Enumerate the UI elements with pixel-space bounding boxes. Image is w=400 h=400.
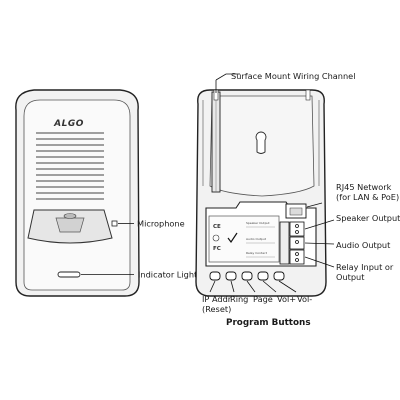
plate-audio-output: Audio Output bbox=[246, 237, 267, 241]
audio-output-label: Audio Output bbox=[336, 240, 391, 250]
rj45-label-line1: RJ45 Network bbox=[336, 182, 392, 192]
relay-label-line1: Relay Input or bbox=[336, 262, 394, 272]
terminal-blocks bbox=[279, 221, 305, 265]
speaker-grille bbox=[36, 132, 104, 200]
indicator-light-label: Indicator Light bbox=[138, 270, 198, 280]
back-view: CE FC Speaker Output Audio Output Relay … bbox=[195, 89, 327, 297]
microphone-port bbox=[111, 220, 118, 227]
vol-up-label: Vol+ bbox=[277, 294, 296, 304]
microphone-label: Microphone bbox=[137, 219, 185, 229]
ip-addr-button[interactable] bbox=[209, 271, 221, 281]
front-view: ALGO bbox=[15, 89, 140, 297]
rj45-label-line2: (for LAN & PoE) bbox=[336, 192, 399, 202]
vol-up-button[interactable] bbox=[257, 271, 269, 281]
page-label: Page bbox=[253, 294, 273, 304]
rj45-socket bbox=[289, 207, 303, 216]
surface-mount-label: Surface Mount Wiring Channel bbox=[231, 71, 356, 81]
plate-speaker-output: Speaker Output bbox=[246, 221, 270, 225]
program-buttons-title: Program Buttons bbox=[226, 318, 311, 328]
button-leaders bbox=[209, 280, 297, 293]
relay-label-line2: Output bbox=[336, 272, 365, 282]
keyhole-mount bbox=[255, 131, 267, 154]
indicator-light bbox=[57, 271, 81, 278]
vol-down-label: Vol- bbox=[297, 294, 312, 304]
speaker-output-leader bbox=[304, 219, 335, 230]
cert-check-icon bbox=[227, 232, 238, 244]
ip-addr-label-line2: (Reset) bbox=[202, 304, 231, 314]
surface-mount-leader bbox=[215, 73, 240, 81]
label-plate bbox=[208, 215, 280, 263]
program-buttons bbox=[209, 271, 285, 281]
cert-ce: CE bbox=[213, 224, 221, 230]
front-horn-lens bbox=[63, 213, 77, 219]
ring-label: Ring bbox=[230, 294, 248, 304]
mount-slot-right bbox=[305, 89, 311, 101]
page-button[interactable] bbox=[241, 271, 253, 281]
cert-fc: FC bbox=[213, 246, 221, 252]
audio-output-leader bbox=[304, 242, 335, 245]
speaker-output-label: Speaker Output bbox=[336, 213, 400, 223]
front-panel bbox=[23, 99, 131, 291]
rj45-leader bbox=[306, 202, 323, 208]
plate-relay-contact: Relay Contact bbox=[246, 251, 268, 255]
front-horn-inner bbox=[55, 217, 85, 233]
cert-ul-icon bbox=[212, 234, 220, 242]
relay-leader bbox=[304, 256, 335, 268]
vol-down-button[interactable] bbox=[273, 271, 285, 281]
ring-button[interactable] bbox=[225, 271, 237, 281]
ip-addr-label-line1: IP Addr bbox=[202, 294, 232, 304]
brand-logo: ALGO bbox=[53, 119, 84, 129]
